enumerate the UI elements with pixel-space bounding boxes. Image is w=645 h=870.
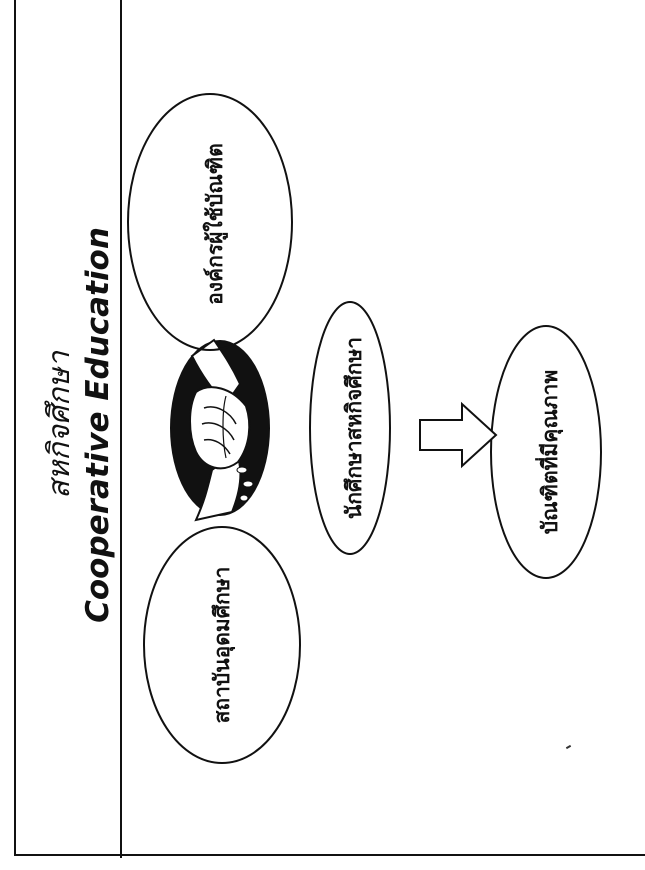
graduate-label: บัณฑิตที่มีคุณภาพ	[537, 369, 562, 535]
handshake-icon	[170, 338, 270, 522]
student-node	[309, 301, 391, 555]
arrow-right-icon	[419, 401, 498, 469]
institution-node	[143, 526, 301, 764]
institution-label: สถาบันอุดมศึกษา	[209, 566, 234, 724]
student-label: นักศึกษาสหกิจศึกษา	[341, 336, 366, 520]
title-divider	[120, 0, 122, 858]
graduate-node	[490, 325, 602, 579]
organization-label: องค์กรผู้ใช้บัณฑิต	[202, 143, 227, 305]
frame-border	[14, 0, 645, 856]
organization-node	[127, 93, 293, 351]
